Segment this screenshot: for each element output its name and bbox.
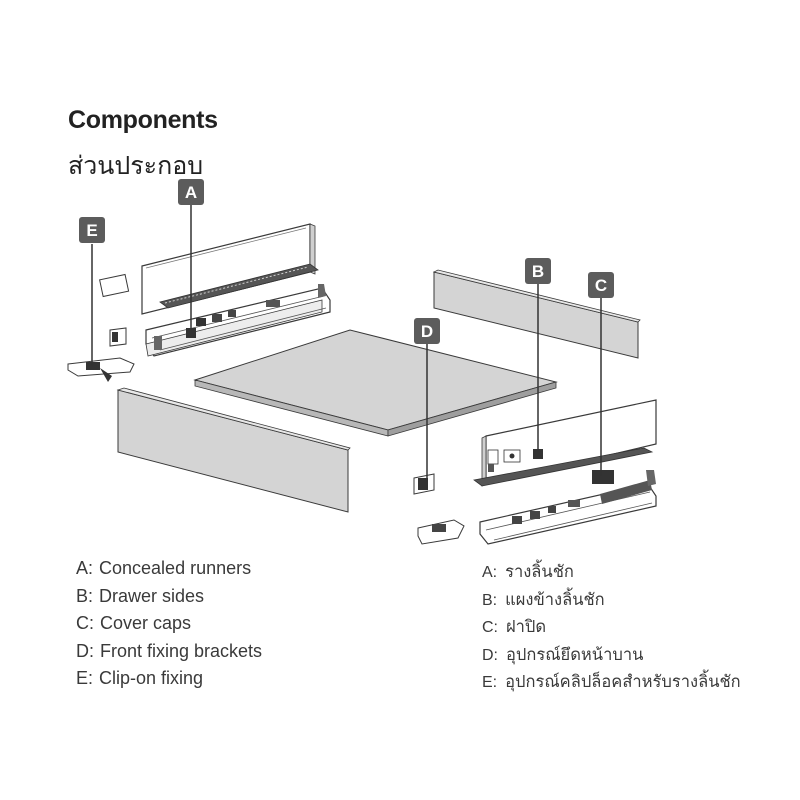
legend-en-item-c: C: Cover caps <box>76 610 262 638</box>
legend-th-item-c: C: ฝาปิด <box>482 613 741 641</box>
legend-en-item-a: A:Concealed runners <box>76 555 262 583</box>
label-tag-d: D <box>414 318 440 344</box>
drawer-front-panel <box>116 387 351 513</box>
legend-en-item-d: D: Front fixing brackets <box>76 638 262 666</box>
legend-th-key: D: <box>482 646 498 664</box>
front-fixing-bracket <box>413 473 465 545</box>
drawer-bottom-panel <box>193 329 558 437</box>
legend-english: A:Concealed runners B:Drawer sides C: Cov… <box>76 555 262 693</box>
label-tag-a: A <box>178 179 204 205</box>
right-drawer-side-assembly <box>473 399 657 545</box>
legend-th-key: A: <box>482 564 498 581</box>
legend-en-item-b: B:Drawer sides <box>76 583 262 611</box>
label-tag-b-text: B <box>532 262 544 281</box>
label-tag-e: E <box>79 217 105 243</box>
legend-en-key: D: <box>76 640 94 661</box>
legend-th-text: รางลิ้นชัก <box>505 562 574 581</box>
legend-thai: A: รางลิ้นชัก B: แผงข้างลิ้นชัก C: ฝาปิด D:… <box>482 558 741 696</box>
legend-en-item-e: E:Clip-on fixing <box>76 665 262 693</box>
label-tag-b: B <box>525 258 551 284</box>
legend-en-text: Concealed runners <box>99 558 252 578</box>
legend-th-key: C: <box>482 619 498 636</box>
label-tag-a-text: A <box>185 183 197 202</box>
legend-th-text: อุปกรณ์คลิปล็อคสำหรับรางลิ้นชัก <box>505 672 741 691</box>
page-subtitle: ส่วนประกอบ <box>68 151 204 180</box>
legend-en-text: Cover caps <box>100 613 192 633</box>
label-tag-e-text: E <box>86 221 97 240</box>
legend-th-item-e: E: อุปกรณ์คลิปล็อคสำหรับรางลิ้นชัก <box>482 668 741 696</box>
legend-en-key: A: <box>76 558 94 578</box>
legend-th-item-d: D: อุปกรณ์ยึดหน้าบาน <box>482 641 741 669</box>
clip-on-fixing <box>67 327 135 382</box>
legend-th-key: B: <box>482 591 498 609</box>
legend-th-item-a: A: รางลิ้นชัก <box>482 558 741 586</box>
cover-cap <box>99 273 130 298</box>
legend-en-text: Drawer sides <box>99 585 205 606</box>
label-tag-d-text: D <box>421 322 433 341</box>
legend-th-text: อุปกรณ์ยึดหน้าบาน <box>506 644 644 664</box>
legend-en-key: B: <box>76 585 94 606</box>
legend-en-text: Clip-on fixing <box>99 668 204 688</box>
label-tag-c-text: C <box>595 276 607 295</box>
legend-th-text: ฝาปิด <box>506 617 547 636</box>
label-tag-c: C <box>588 272 614 298</box>
leader-end-b <box>533 449 543 459</box>
drawer-back-panel <box>432 269 641 359</box>
legend-th-item-b: B: แผงข้างลิ้นชัก <box>482 586 741 614</box>
legend-en-key: C: <box>76 613 94 633</box>
left-drawer-side-assembly <box>141 223 331 357</box>
legend-th-key: E: <box>482 674 498 691</box>
legend-en-text: Front fixing brackets <box>100 640 263 661</box>
page-title: Components <box>68 106 218 134</box>
leader-end-a <box>186 328 196 338</box>
legend-en-key: E: <box>76 668 94 688</box>
legend-th-text: แผงข้างลิ้นชัก <box>505 589 605 609</box>
